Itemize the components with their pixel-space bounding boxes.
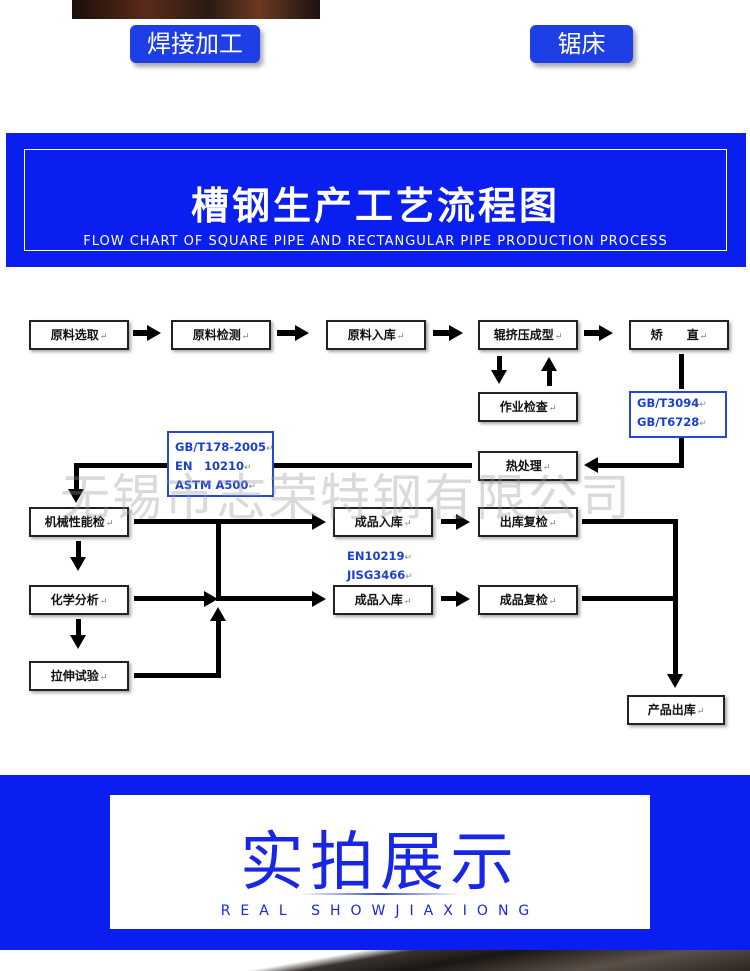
line-to-mech: [74, 463, 79, 489]
banner-title: 槽钢生产工艺流程图: [190, 184, 560, 228]
showcase-title: 实拍展示: [240, 826, 520, 900]
line-tensile-up: [216, 620, 221, 678]
node-product-out: 产品出库: [627, 695, 725, 725]
line-store1-recheck: [441, 519, 457, 524]
node-heat-treat: 热处理: [478, 451, 578, 481]
line-chem-merge: [134, 596, 205, 601]
arrow-store-roll: [433, 330, 451, 336]
banner-subtitle: FLOW CHART OF SQUARE PIPE AND RECTANGULA…: [83, 234, 668, 249]
node-product-recheck: 成品复检: [478, 585, 578, 615]
standard-text: GB/T178-2005: [175, 439, 266, 458]
arrowhead-icon: [147, 325, 161, 341]
node-tensile-test: 拉伸试验: [29, 661, 129, 691]
node-straighten: 矫 直: [629, 320, 729, 350]
line-recheck-right: [582, 519, 678, 524]
product-photo: [0, 950, 750, 971]
arrowhead-icon: [295, 325, 309, 341]
standard-gb-right: GB/T3094 GB/T6728: [629, 391, 727, 438]
banner-frame: 槽钢生产工艺流程图 FLOW CHART OF SQUARE PIPE AND …: [24, 149, 727, 251]
line-store2-recheck: [441, 596, 457, 601]
welding-button[interactable]: 焊接加工: [130, 25, 260, 63]
arrowhead-icon: [456, 591, 470, 607]
arrowhead-icon: [204, 591, 218, 607]
line-to-heat: [598, 463, 684, 468]
arrowhead-up-icon: [210, 607, 226, 621]
line-right-vertical: [673, 519, 678, 675]
line-std-down: [679, 438, 684, 468]
node-roll-form: 辊挤压成型: [478, 320, 578, 350]
arrowhead-down-icon: [667, 674, 683, 688]
showcase-divider: [300, 893, 460, 895]
arrowhead-icon: [312, 514, 326, 530]
arrowhead-left-icon: [584, 457, 598, 473]
arrowhead-down-icon: [68, 489, 84, 503]
line-tensile-merge: [134, 673, 221, 678]
standard-text: GB/T3094: [637, 395, 719, 414]
standard-text: EN 10210: [175, 458, 266, 477]
standard-text: JISG3466: [347, 567, 413, 586]
arrow-select-inspect: [133, 330, 149, 336]
arrowhead-down-icon: [491, 370, 507, 384]
arrowhead-down-icon: [70, 635, 86, 649]
showcase-frame: 实拍展示 REAL SHOWJIAXIONG: [110, 795, 650, 929]
node-product-store-2: 成品入库: [333, 585, 433, 615]
line-straighten-down: [679, 354, 684, 389]
line-chem-tensile: [76, 619, 81, 635]
node-work-check: 作业检查: [478, 392, 578, 422]
node-raw-store: 原料入库: [326, 320, 426, 350]
showcase-subtitle: REAL SHOWJIAXIONG: [220, 903, 540, 919]
arrow-check-to-roll: [547, 370, 552, 386]
standard-gb-left: GB/T178-2005 EN 10210 ASTM A500: [167, 431, 274, 497]
arrowhead-icon: [312, 591, 326, 607]
standard-en-mid: EN10219 JISG3466: [347, 548, 413, 586]
arrow-roll-to-check: [497, 356, 502, 370]
line-heat-left-2: [74, 463, 167, 468]
standard-text: GB/T6728: [637, 414, 719, 433]
arrowhead-down-icon: [70, 557, 86, 571]
node-raw-inspect: 原料检测: [171, 320, 271, 350]
saw-button[interactable]: 锯床: [530, 25, 633, 63]
line-product-recheck-right: [582, 596, 678, 601]
line-heat-left: [274, 463, 472, 468]
arrowhead-up-icon: [541, 357, 557, 371]
line-to-store-1: [219, 519, 313, 524]
line-to-store-2: [219, 596, 313, 601]
arrow-inspect-store: [277, 330, 297, 336]
flowchart-banner: 槽钢生产工艺流程图 FLOW CHART OF SQUARE PIPE AND …: [6, 133, 746, 267]
line-merge-vertical: [216, 519, 221, 601]
arrowhead-icon: [456, 514, 470, 530]
line-mech-chem: [76, 541, 81, 557]
node-chem-analysis: 化学分析: [29, 585, 129, 615]
company-watermark: 无锡市志荣特钢有限公司: [60, 469, 632, 527]
node-out-recheck: 出库复检: [478, 507, 578, 537]
arrowhead-icon: [599, 325, 613, 341]
arrow-roll-straighten: [584, 330, 601, 336]
arrowhead-icon: [449, 325, 463, 341]
node-mech-test: 机械性能检: [29, 507, 129, 537]
standard-text: ASTM A500: [175, 477, 266, 496]
node-raw-select: 原料选取: [29, 320, 129, 350]
node-product-store-1: 成品入库: [333, 507, 433, 537]
showcase-banner: 实拍展示 REAL SHOWJIAXIONG: [0, 775, 750, 950]
welding-photo: [72, 0, 320, 19]
line-mech-merge: [134, 519, 219, 524]
standard-text: EN10219: [347, 548, 413, 567]
